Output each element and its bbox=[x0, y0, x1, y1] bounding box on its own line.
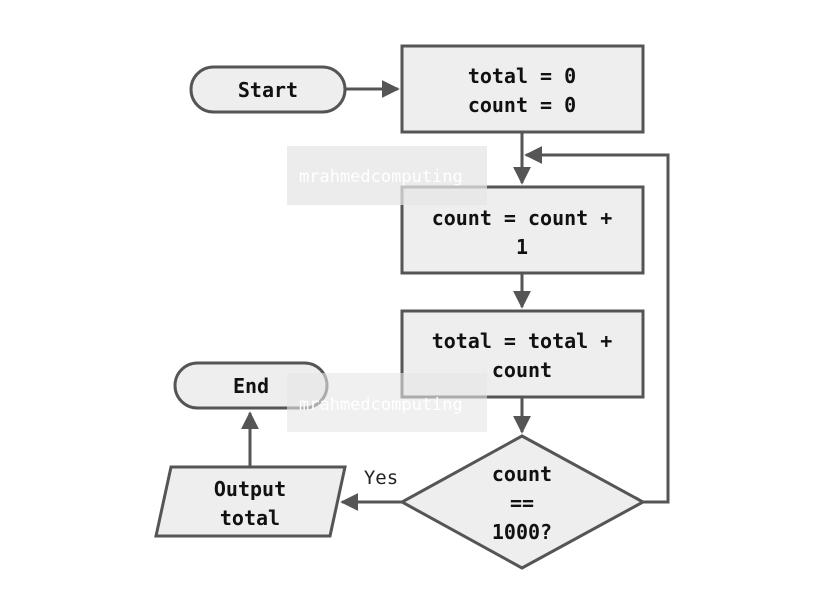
output-line-1: Output bbox=[214, 477, 286, 501]
connectors bbox=[241, 80, 670, 511]
output-node: Output total bbox=[154, 465, 347, 538]
watermark-text-top: mrahmedcomputing bbox=[299, 167, 463, 187]
decision-line-3: 1000? bbox=[492, 520, 552, 544]
increment-line-2: 1 bbox=[516, 235, 528, 259]
watermark-text-bottom: mrahmedcomputing bbox=[299, 395, 463, 415]
output-line-2: total bbox=[220, 506, 280, 530]
increment-line-1: count = count + bbox=[432, 206, 613, 230]
start-label: Start bbox=[238, 78, 298, 102]
accumulate-process-node: total = total + count bbox=[400, 309, 645, 399]
yes-branch-label: Yes bbox=[364, 467, 398, 489]
start-node: Start bbox=[189, 65, 347, 114]
init-line-2: count = 0 bbox=[468, 93, 576, 117]
decision-line-2: == bbox=[510, 491, 534, 515]
accumulate-line-1: total = total + bbox=[432, 329, 613, 353]
end-label: End bbox=[233, 374, 269, 398]
watermark-top: mrahmedcomputing bbox=[287, 146, 487, 205]
decision-line-1: count bbox=[492, 462, 552, 486]
edge-loop-back bbox=[524, 146, 670, 504]
watermark-bottom: mrahmedcomputing bbox=[287, 373, 487, 432]
decision-node: count == 1000? bbox=[398, 434, 647, 570]
init-process-node: total = 0 count = 0 bbox=[400, 44, 645, 134]
init-line-1: total = 0 bbox=[468, 64, 576, 88]
accumulate-line-2: count bbox=[492, 358, 552, 382]
